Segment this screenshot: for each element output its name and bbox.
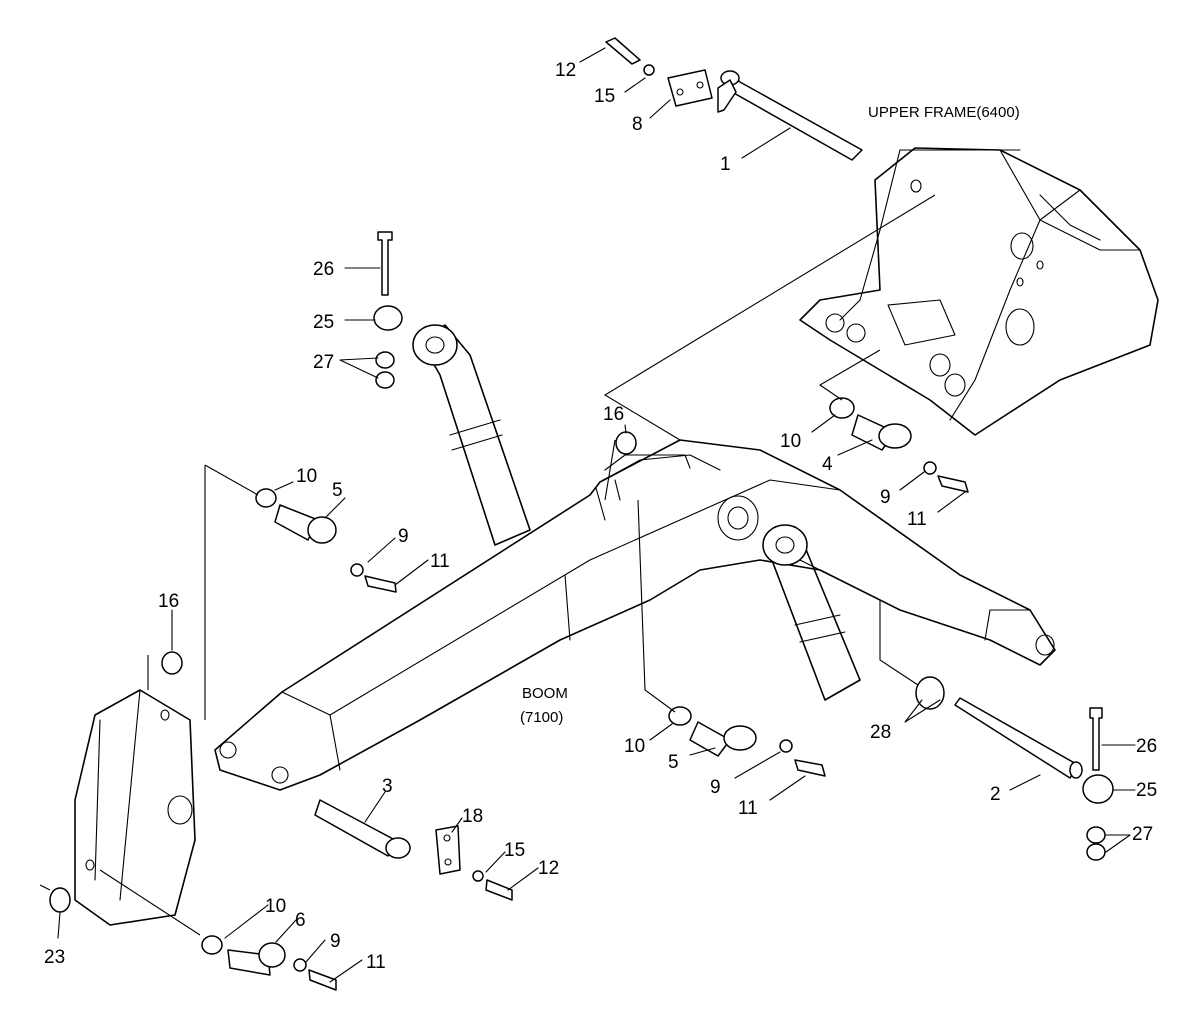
- callout-10: 10: [296, 466, 317, 487]
- callout-9: 9: [398, 526, 409, 547]
- boom-part-number: (7100): [520, 709, 563, 726]
- callout-15: 15: [504, 840, 525, 861]
- pin-2: [915, 676, 1114, 861]
- plate-8: [667, 69, 713, 107]
- callout-16: 16: [603, 404, 624, 425]
- callout-28: 28: [870, 722, 891, 743]
- callout-leaders: [57, 47, 1136, 983]
- callout-12: 12: [555, 60, 576, 81]
- callout-9: 9: [880, 487, 891, 508]
- boom-label: BOOM: [522, 685, 568, 702]
- pin-6: [201, 935, 337, 991]
- callout-11: 11: [907, 509, 927, 530]
- upper-frame-drawing: [799, 147, 1159, 436]
- bolt-12-top: [605, 37, 655, 76]
- callout-26: 26: [313, 259, 334, 280]
- callout-9: 9: [710, 777, 721, 798]
- callout-8: 8: [632, 114, 643, 135]
- washer-23: [49, 887, 71, 913]
- bushing-16: [161, 431, 637, 675]
- callout-11: 11: [738, 798, 758, 819]
- pin-1: [717, 70, 863, 161]
- callout-12: 12: [538, 858, 559, 879]
- callout-5: 5: [668, 752, 679, 773]
- assembly-labels: UPPER FRAME(6400) BOOM (7100): [520, 104, 1020, 726]
- callout-9: 9: [330, 931, 341, 952]
- bolt-26-top: [373, 231, 403, 389]
- pin-5-lower: [668, 706, 826, 777]
- callout-15: 15: [594, 86, 615, 107]
- plate-18: [435, 825, 513, 901]
- callout-4: 4: [822, 454, 833, 475]
- upper-frame-label: UPPER FRAME(6400): [868, 104, 1020, 121]
- callout-11: 11: [366, 952, 386, 973]
- callout-3: 3: [382, 776, 393, 797]
- callout-5: 5: [332, 480, 343, 501]
- bracket-drawing: [74, 689, 196, 926]
- callout-18: 18: [462, 806, 483, 827]
- callout-2: 2: [990, 784, 1001, 805]
- callout-11: 11: [430, 551, 450, 572]
- callout-25: 25: [1136, 780, 1157, 801]
- callout-numbers: 12 15 8 1 26 25 27 16 10 4 9 11 10 5 9 1…: [44, 60, 1157, 973]
- callout-10: 10: [624, 736, 645, 757]
- callout-6: 6: [295, 910, 306, 931]
- assembly-lines: [39, 194, 936, 936]
- callout-25: 25: [313, 312, 334, 333]
- callout-10: 10: [265, 896, 286, 917]
- pin-5-upper: [255, 488, 397, 593]
- boom-drawing: [214, 439, 1056, 791]
- callout-23: 23: [44, 947, 65, 968]
- right-cylinder-drawing: [762, 524, 861, 701]
- callout-27: 27: [1132, 824, 1153, 845]
- callout-16: 16: [158, 591, 179, 612]
- callout-27: 27: [313, 352, 334, 373]
- pin-3: [314, 799, 411, 859]
- callout-26: 26: [1136, 736, 1157, 757]
- left-cylinder-drawing: [412, 324, 531, 546]
- callout-1: 1: [720, 154, 731, 175]
- pin-4: [829, 397, 969, 493]
- callout-10: 10: [780, 431, 801, 452]
